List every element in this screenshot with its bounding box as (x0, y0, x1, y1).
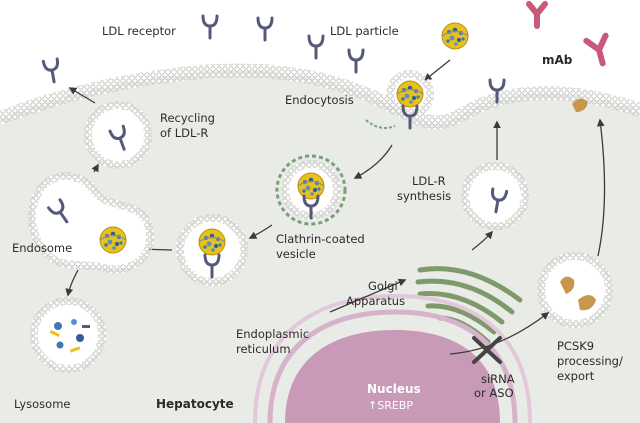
endocytosis-bud (365, 70, 434, 130)
pcsk9-vesicle (537, 252, 613, 328)
label-clathrin-2: vesicle (276, 247, 316, 261)
label-sirna-1: siRNA (481, 372, 515, 386)
ldl-particle-icon (441, 22, 469, 50)
label-recycling-2: of LDL-R (160, 126, 208, 140)
clathrin-coated-vesicle (275, 154, 347, 226)
ldlr-synthesis-vesicle (461, 162, 529, 230)
ldl-receptor-icon (41, 57, 63, 85)
antibody-group (526, 1, 609, 67)
label-ldlr-synthesis-1: LDL-R (412, 174, 446, 188)
endosome (28, 172, 154, 274)
lysosome (30, 297, 106, 373)
label-nucleus: Nucleus (367, 382, 421, 396)
inhibition-cross-icon (472, 336, 502, 364)
recycling-vesicle (84, 101, 152, 169)
label-recycling-1: Recycling (160, 111, 215, 125)
label-pcsk9-1: PCSK9 (557, 339, 594, 353)
label-sirna-2: or ASO (474, 386, 514, 400)
label-ldl-particle: LDL particle (330, 24, 399, 38)
label-lysosome: Lysosome (14, 397, 71, 411)
pcsk9-icon (560, 276, 575, 294)
label-pcsk9-2: processing/ (557, 354, 623, 368)
label-golgi-1: Golgi (368, 279, 398, 293)
antibody-icon (526, 1, 548, 29)
ldl-receptor-icon (201, 14, 219, 40)
label-clathrin-1: Clathrin-coated (276, 232, 365, 246)
label-hepatocyte: Hepatocyte (156, 397, 234, 411)
label-er-1: Endoplasmic (236, 327, 309, 341)
transport-vesicle (176, 214, 248, 286)
antibody-icon (583, 32, 609, 67)
pcsk9-icon (572, 98, 588, 112)
label-er-2: reticulum (236, 342, 291, 356)
label-endocytosis: Endocytosis (285, 93, 354, 107)
label-endosome: Endosome (12, 241, 72, 255)
label-ldlr-synthesis-2: synthesis (397, 189, 451, 203)
ldl-receptor-icon (307, 34, 325, 60)
nucleus (253, 293, 532, 423)
label-mab: mAb (542, 53, 573, 67)
label-srebp: ↑SREBP (368, 399, 413, 412)
ldl-receptor-icon (256, 16, 274, 42)
label-pcsk9-3: export (557, 369, 595, 383)
pcsk9-icon (578, 295, 596, 311)
label-ldl-receptor: LDL receptor (102, 24, 176, 38)
ldl-receptor-icon (347, 48, 365, 74)
label-golgi-2: Apparatus (346, 294, 405, 308)
